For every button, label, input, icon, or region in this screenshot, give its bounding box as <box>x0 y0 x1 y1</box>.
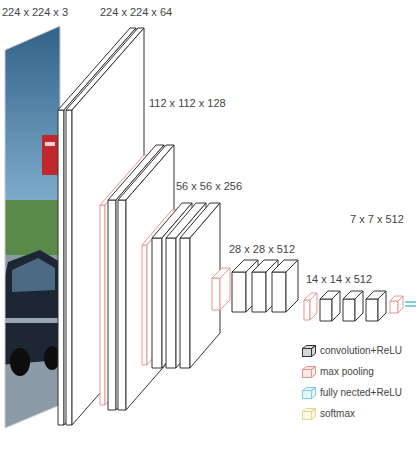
pool-block <box>304 293 317 320</box>
input-photo <box>0 20 70 435</box>
conv-block <box>232 260 298 312</box>
pool-block <box>212 268 230 310</box>
conv-block <box>152 203 220 368</box>
legend-label: max pooling <box>320 365 374 378</box>
legend-label: softmax <box>320 407 355 420</box>
legend-swatch <box>300 365 318 379</box>
dimension-label: 7 x 7 x 512 <box>350 213 404 226</box>
legend-swatch <box>300 344 318 358</box>
dimension-label: 224 x 224 x 3 <box>2 6 68 19</box>
legend-swatch <box>300 407 318 421</box>
legend-label: fully nected+ReLU <box>320 386 402 399</box>
pool-block <box>390 296 403 313</box>
legend-label: convolution+ReLU <box>320 344 402 357</box>
dimension-label: 28 x 28 x 512 <box>229 243 295 256</box>
dimension-label: 224 x 224 x 64 <box>100 6 172 19</box>
fc-layer <box>405 302 416 306</box>
legend-swatch <box>300 386 318 400</box>
conv-block <box>320 291 386 321</box>
dimension-label: 56 x 56 x 256 <box>176 180 242 193</box>
dimension-label: 14 x 14 x 512 <box>306 273 372 286</box>
dimension-label: 112 x 112 x 128 <box>149 97 226 110</box>
